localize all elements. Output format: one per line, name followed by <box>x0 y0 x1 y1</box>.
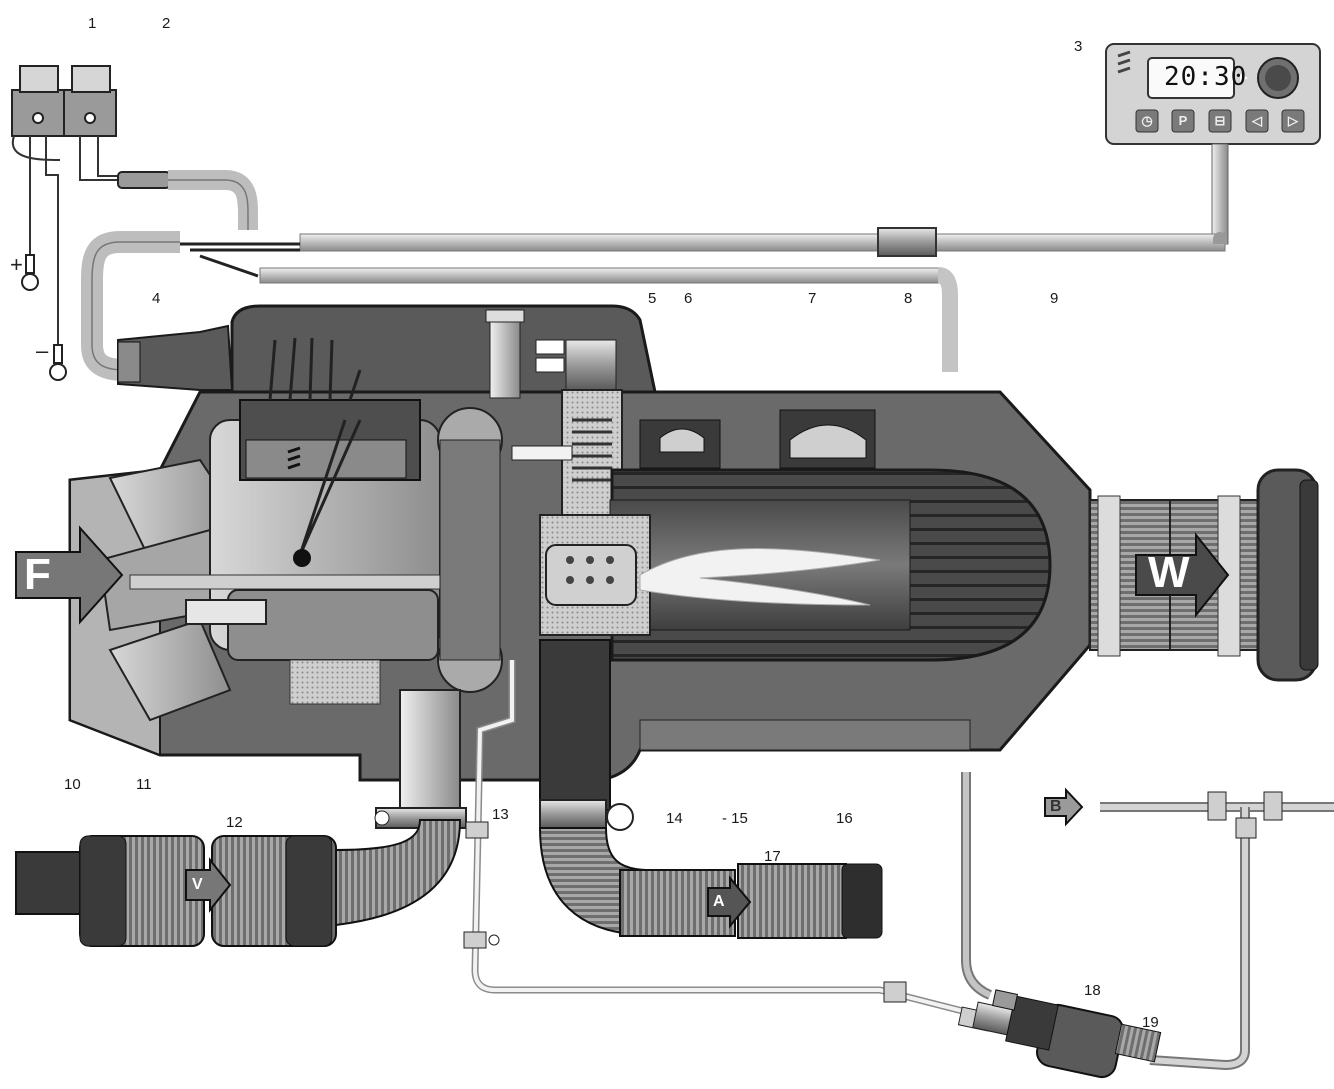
callout-1: 1 <box>88 15 97 32</box>
callout-17: 17 <box>764 848 781 865</box>
flow-label-a: A <box>713 893 725 910</box>
callout-13: 13 <box>492 806 509 823</box>
flow-label-f: F <box>24 550 52 599</box>
callout-5: 5 <box>648 290 657 307</box>
wire-connector <box>117 171 171 189</box>
flow-label-w: W <box>1148 548 1191 597</box>
cable-harness <box>81 170 1227 381</box>
fuel-tank-line <box>961 772 1334 1071</box>
heater-body <box>68 304 1092 831</box>
fuel-line <box>463 660 991 1022</box>
timer-button-clock: ◷ <box>1141 113 1153 128</box>
timer-button-forward: ▷ <box>1288 113 1298 128</box>
callout-12: 12 <box>226 814 243 831</box>
warm-air-outlet <box>1089 468 1319 682</box>
callout-6: 6 <box>684 290 693 307</box>
callout-18: 18 <box>1084 982 1101 999</box>
flow-label-v: V <box>192 876 203 893</box>
battery-terminals <box>21 254 67 381</box>
timer-button-program: P <box>1178 113 1188 128</box>
callout-8: 8 <box>904 290 913 307</box>
callout-7: 7 <box>808 290 817 307</box>
minus-terminal-label: – <box>36 338 49 363</box>
timer-button-mode: ⊟ <box>1214 113 1226 128</box>
callout-9: 9 <box>1050 290 1059 307</box>
callout-2: 2 <box>162 15 171 32</box>
timer-display: 20:30 <box>1164 62 1248 92</box>
callout-10: 10 <box>64 776 81 793</box>
combustion-air-hose <box>15 819 462 947</box>
fuel-pump <box>957 989 1162 1079</box>
callout-19: 19 <box>1142 1014 1159 1031</box>
fresh-air-arrow <box>15 525 124 625</box>
callout-14: 14 <box>666 810 683 827</box>
callout-15: - 15 <box>722 810 748 827</box>
relay-switches <box>11 65 117 137</box>
switch-wiring <box>11 135 120 345</box>
exhaust-hose <box>538 827 883 939</box>
callout-4: 4 <box>152 290 161 307</box>
callout-11: 11 <box>136 776 152 793</box>
callout-16: 16 <box>836 810 853 827</box>
flow-label-b: B <box>1050 798 1062 815</box>
timer-control-unit <box>1105 43 1321 245</box>
plus-terminal-label: + <box>10 252 23 277</box>
timer-button-back: ◁ <box>1252 113 1262 128</box>
callout-3: 3 <box>1074 38 1083 55</box>
